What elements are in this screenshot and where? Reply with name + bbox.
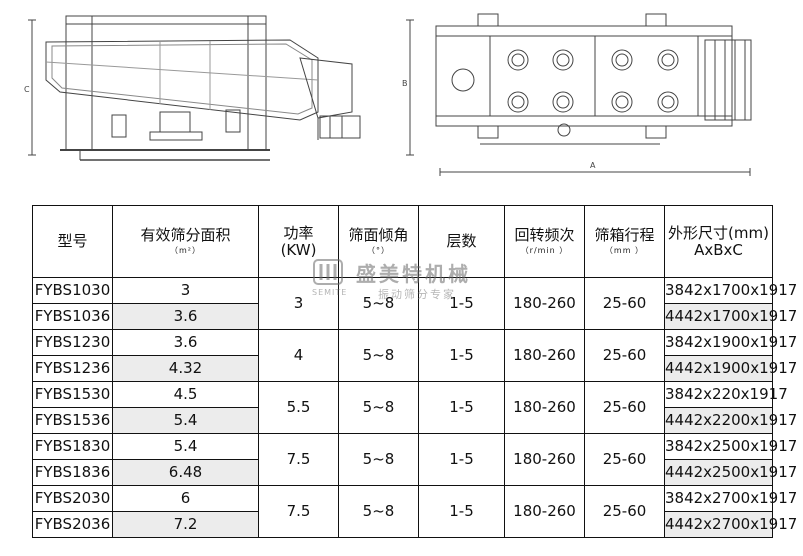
speed-cell: 180-260 [504,277,585,330]
dims-cell: 4442x2200x1917 [664,407,797,434]
layers-cell: 1-5 [418,485,505,538]
dims-cell: 3842x1700x1917 [664,277,797,304]
header-power: 功率(KW) [258,205,339,278]
power-cell: 4 [258,329,339,382]
stroke-cell: 25-60 [584,381,665,434]
model-cell: FYBS1536 [32,407,113,434]
stroke-cell: 25-60 [584,277,665,330]
dims-cell: 3842x1900x1917 [664,329,797,356]
layers-cell: 1-5 [418,381,505,434]
header-area: 有效筛分面积（m²） [112,205,259,278]
dimension-label-a: A [590,161,596,170]
header-angle: 筛面倾角（°） [338,205,419,278]
table-row: FYBS1036 3.6 4442x1700x1917 [32,303,797,330]
angle-cell: 5~8 [338,329,419,382]
header-row: 型号 有效筛分面积（m²） 功率(KW) 筛面倾角（°） 层数 回转频次（r/m… [32,205,773,278]
area-cell: 6.48 [112,459,259,486]
spec-table: 型号 有效筛分面积（m²） 功率(KW) 筛面倾角（°） 层数 回转频次（r/m… [32,205,797,538]
layers-cell: 1-5 [418,277,505,330]
dimension-label-b: B [402,79,408,88]
model-cell: FYBS1036 [32,303,113,330]
table-row: FYBS2030 6 7.5 5~8 1-5 180-260 25-60 384… [32,485,797,538]
power-cell: 5.5 [258,381,339,434]
layers-cell: 1-5 [418,329,505,382]
header-model: 型号 [32,205,113,278]
power-cell: 7.5 [258,433,339,486]
area-cell: 6 [112,485,259,512]
layers-cell: 1-5 [418,433,505,486]
dims-cell: 3842x2700x1917 [664,485,797,512]
speed-cell: 180-260 [504,381,585,434]
model-cell: FYBS1230 [32,329,113,356]
machine-drawings: C B A [24,13,752,176]
area-cell: 5.4 [112,407,259,434]
header-layers: 层数 [418,205,505,278]
dims-cell: 3842x2500x1917 [664,433,797,460]
table-row: FYBS1236 4.32 4442x1900x1917 [32,355,797,382]
area-cell: 7.2 [112,511,259,538]
model-cell: FYBS1236 [32,355,113,382]
area-cell: 4.32 [112,355,259,382]
model-cell: FYBS1530 [32,381,113,408]
side-view-drawing [28,15,361,161]
area-cell: 3.6 [112,303,259,330]
power-cell: 7.5 [258,485,339,538]
dims-cell: 4442x1700x1917 [664,303,797,330]
model-cell: FYBS2030 [32,485,113,512]
area-cell: 5.4 [112,433,259,460]
power-cell: 3 [258,277,339,330]
area-cell: 4.5 [112,381,259,408]
table-row: FYBS1030 3 3 5~8 1-5 180-260 25-60 3842x… [32,277,797,330]
area-cell: 3 [112,277,259,304]
table-row: FYBS1536 5.4 4442x2200x1917 [32,407,797,434]
top-view-drawing [406,13,752,176]
model-cell: FYBS2036 [32,511,113,538]
model-cell: FYBS1830 [32,433,113,460]
model-cell: FYBS1030 [32,277,113,304]
stroke-cell: 25-60 [584,329,665,382]
angle-cell: 5~8 [338,485,419,538]
angle-cell: 5~8 [338,277,419,330]
header-speed: 回转频次（r/min ） [504,205,585,278]
stroke-cell: 25-60 [584,485,665,538]
speed-cell: 180-260 [504,433,585,486]
header-stroke: 筛箱行程（mm ） [584,205,665,278]
table-row: FYBS1530 4.5 5.5 5~8 1-5 180-260 25-60 3… [32,381,788,434]
dims-cell: 3842x220x1917 [664,381,788,408]
speed-cell: 180-260 [504,485,585,538]
stroke-cell: 25-60 [584,433,665,486]
dims-cell: 4442x2500x1917 [664,459,797,486]
area-cell: 3.6 [112,329,259,356]
dims-cell: 4442x2700x1917 [664,511,797,538]
angle-cell: 5~8 [338,433,419,486]
dimension-label-c: C [24,85,30,94]
table-row: FYBS1230 3.6 4 5~8 1-5 180-260 25-60 384… [32,329,797,382]
table-row: FYBS1830 5.4 7.5 5~8 1-5 180-260 25-60 3… [32,433,797,486]
table-row: FYBS2036 7.2 4442x2700x1917 [32,511,797,538]
model-cell: FYBS1836 [32,459,113,486]
speed-cell: 180-260 [504,329,585,382]
dims-cell: 4442x1900x1917 [664,355,797,382]
header-dims: 外形尺寸(mm)AxBxC [664,205,773,278]
angle-cell: 5~8 [338,381,419,434]
